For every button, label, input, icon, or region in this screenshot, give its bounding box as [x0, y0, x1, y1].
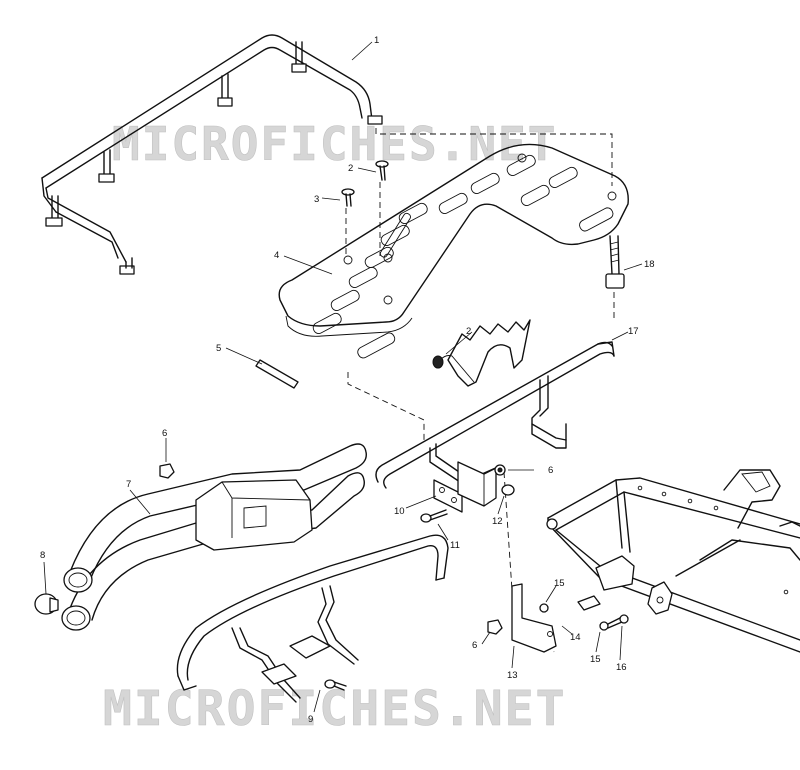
- callout-9: 9: [308, 714, 313, 725]
- callout-14: 14: [570, 632, 581, 643]
- callout-4: 4: [274, 250, 279, 261]
- callout-15-upper: 15: [554, 578, 565, 589]
- callout-1: 1: [374, 35, 379, 46]
- nut-part-6-c: [487, 619, 503, 635]
- mounting-plate-part-10: [433, 479, 463, 513]
- rack-rail-part-1: [41, 34, 383, 275]
- watermark-bottom: MICROFICHES.NET: [103, 681, 566, 737]
- bolt-part-16: [607, 614, 629, 629]
- callout-12: 12: [492, 516, 503, 527]
- callout-10: 10: [394, 506, 405, 517]
- spacer-part-14: [577, 595, 601, 611]
- callout-3: 3: [314, 194, 319, 205]
- mounting-bracket-part-12: [457, 461, 515, 507]
- assembly-line-1: [375, 128, 613, 186]
- decal-part-5: [255, 359, 299, 389]
- rack-plate-part-4: [278, 143, 629, 359]
- watermark-top: MICROFICHES.NET: [112, 117, 557, 171]
- nut-part-6-a: [159, 463, 175, 479]
- bumper-part-7: [61, 443, 367, 631]
- cap-part-8: [34, 593, 59, 615]
- callout-5: 5: [216, 343, 221, 354]
- bolt-part-18: [605, 235, 625, 289]
- washer-part-15-a: [539, 603, 549, 613]
- callout-7: 7: [126, 479, 131, 490]
- screw-part-3: [341, 188, 355, 207]
- callout-2-bracket: 2: [466, 326, 471, 337]
- callout-16: 16: [616, 662, 627, 673]
- callout-8: 8: [40, 550, 45, 561]
- brush-guard-part-9: [176, 534, 449, 703]
- callout-6-bracket: 6: [548, 465, 553, 476]
- callout-11: 11: [450, 540, 460, 551]
- callout-2-screw: 2: [348, 163, 353, 174]
- callout-6-bumper: 6: [162, 428, 167, 439]
- leader-lines: [43, 41, 643, 713]
- callout-6-plate: 6: [472, 640, 477, 651]
- nut-part-6-b: [494, 464, 506, 476]
- callout-15-lower: 15: [590, 654, 601, 665]
- bracket-panel-part-2: [432, 319, 531, 387]
- support-bar-part-17: [375, 341, 615, 489]
- screw-part-11: [420, 509, 448, 523]
- vehicle-frame: [546, 469, 800, 653]
- plate-part-13: [511, 583, 557, 653]
- screw-part-2: [375, 160, 389, 181]
- assembly-line-4: [347, 372, 425, 440]
- callout-18: 18: [644, 259, 655, 270]
- callout-labels: 1 2 3 18 4 2 17 5 6 7 6 10 12 11 8 15 6 …: [40, 35, 655, 725]
- washer-part-15-b: [599, 621, 609, 631]
- callout-13: 13: [507, 670, 518, 681]
- callout-17: 17: [628, 326, 639, 337]
